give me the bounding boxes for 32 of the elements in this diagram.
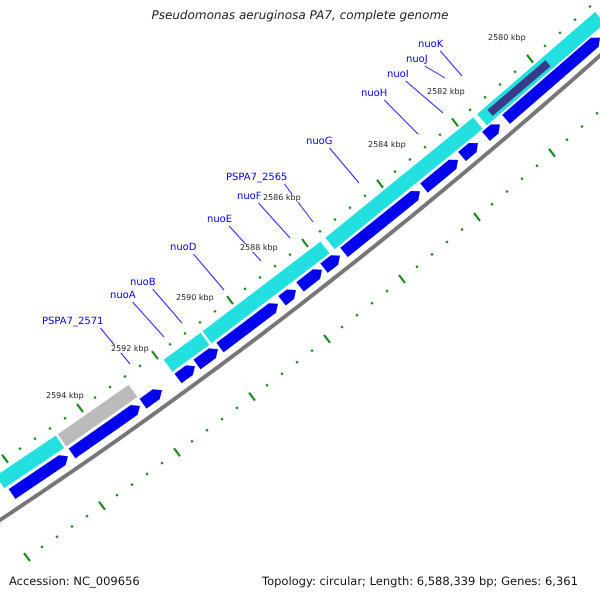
- scale-label: 2594 kbp: [46, 392, 84, 400]
- gene-label: nuoF: [237, 192, 262, 202]
- gene-label: nuoJ: [406, 55, 428, 65]
- scale-label: 2588 kbp: [240, 244, 278, 252]
- gene-label: nuoH: [361, 89, 388, 99]
- gene-label: nuoI: [387, 70, 409, 80]
- leader-line: [193, 254, 224, 290]
- scale-label: 2586 kbp: [263, 194, 301, 202]
- leader-line: [405, 80, 444, 114]
- scale-label: 2584 kbp: [368, 141, 406, 149]
- footer-text: Topology: circular; Length: 6,588,339 bp; Genes: 6,361: [262, 576, 578, 588]
- leader-line: [440, 50, 462, 76]
- gene-label: nuoK: [418, 40, 444, 50]
- leader-line: [152, 288, 182, 324]
- leader-line: [132, 302, 164, 338]
- leader-line: [424, 66, 446, 78]
- footer-text: Accession: NC_009656: [9, 576, 140, 588]
- gene-label: nuoE: [207, 215, 232, 225]
- scale-label: 2580 kbp: [488, 34, 526, 42]
- scale-label: 2590 kbp: [176, 294, 214, 302]
- leader-line: [329, 148, 360, 184]
- scale-label: 2592 kbp: [111, 345, 149, 353]
- leader-line: [258, 202, 290, 238]
- gene-label: nuoG: [306, 137, 333, 147]
- gene-label: nuoD: [170, 243, 196, 253]
- scale-label: 2582 kbp: [427, 88, 465, 96]
- gene-label: PSPA7_2571: [42, 317, 104, 327]
- gene-label: PSPA7_2565: [226, 173, 288, 183]
- gene-label: nuoA: [110, 291, 136, 301]
- map-title: Pseudomonas aeruginosa PA7, complete genome: [150, 8, 450, 22]
- leader-line: [384, 100, 418, 134]
- gene-label: nuoB: [130, 278, 156, 288]
